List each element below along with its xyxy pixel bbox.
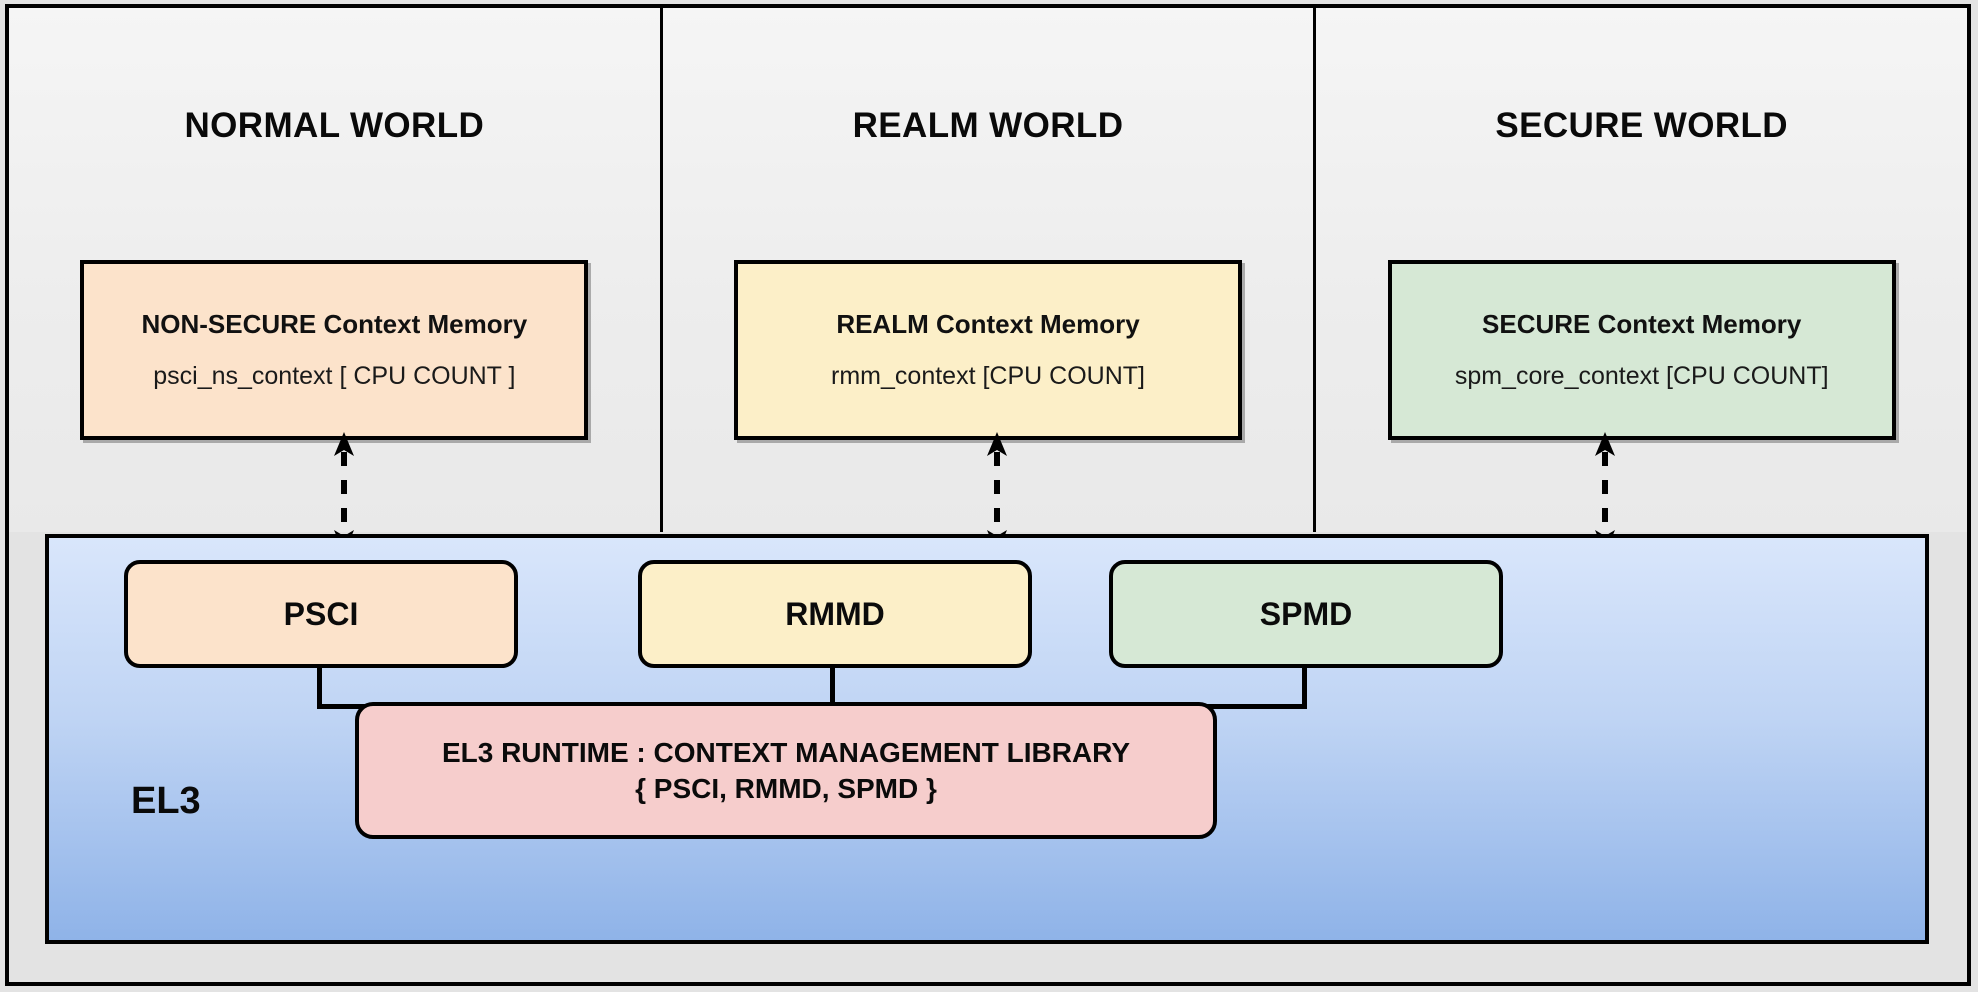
context-memory-box-realm: REALM Context Memory rmm_context [CPU CO…: [734, 260, 1242, 440]
el3-runtime-library-line2: { PSCI, RMMD, SPMD }: [635, 772, 937, 804]
el3-panel: EL3 PSCI RMMD SPMD EL3 RUNTIME : CONTEXT…: [45, 534, 1929, 944]
dispatcher-psci-label: PSCI: [283, 595, 359, 632]
dispatcher-spmd-label: SPMD: [1259, 595, 1353, 632]
context-memory-subtitle-non-secure: psci_ns_context [ CPU COUNT ]: [153, 362, 516, 390]
context-memory-title-realm: REALM Context Memory: [836, 309, 1140, 339]
connector-stub-rmmd: [830, 668, 835, 708]
context-memory-box-non-secure: NON-SECURE Context Memory psci_ns_contex…: [80, 260, 589, 440]
world-title-normal: NORMAL WORLD: [184, 106, 485, 145]
worlds-strip: NORMAL WORLD NON-SECURE Context Memory p…: [9, 8, 1967, 532]
world-title-secure: SECURE WORLD: [1495, 106, 1788, 145]
world-panel-secure: SECURE WORLD SECURE Context Memory spm_c…: [1313, 8, 1967, 532]
context-memory-title-secure: SECURE Context Memory: [1482, 309, 1802, 339]
world-panel-realm: REALM WORLD REALM Context Memory rmm_con…: [659, 8, 1314, 532]
connector-stub-psci: [317, 668, 322, 708]
el3-runtime-library-box: EL3 RUNTIME : CONTEXT MANAGEMENT LIBRARY…: [355, 702, 1217, 839]
context-memory-title-non-secure: NON-SECURE Context Memory: [141, 309, 528, 339]
dispatcher-spmd[interactable]: SPMD: [1109, 560, 1503, 668]
context-memory-box-secure: SECURE Context Memory spm_core_context […: [1387, 260, 1896, 440]
el3-label: EL3: [131, 780, 201, 822]
connector-stub-spmd: [1302, 668, 1307, 708]
world-panel-normal: NORMAL WORLD NON-SECURE Context Memory p…: [9, 8, 660, 532]
context-memory-subtitle-realm: rmm_context [CPU COUNT]: [831, 362, 1145, 390]
world-title-realm: REALM WORLD: [852, 106, 1124, 145]
dispatcher-psci[interactable]: PSCI: [124, 560, 518, 668]
dispatcher-rmmd[interactable]: RMMD: [638, 560, 1032, 668]
context-memory-subtitle-secure: spm_core_context [CPU COUNT]: [1454, 362, 1829, 390]
dispatcher-rmmd-label: RMMD: [785, 595, 885, 632]
el3-runtime-library-line1: EL3 RUNTIME : CONTEXT MANAGEMENT LIBRARY: [441, 736, 1131, 768]
